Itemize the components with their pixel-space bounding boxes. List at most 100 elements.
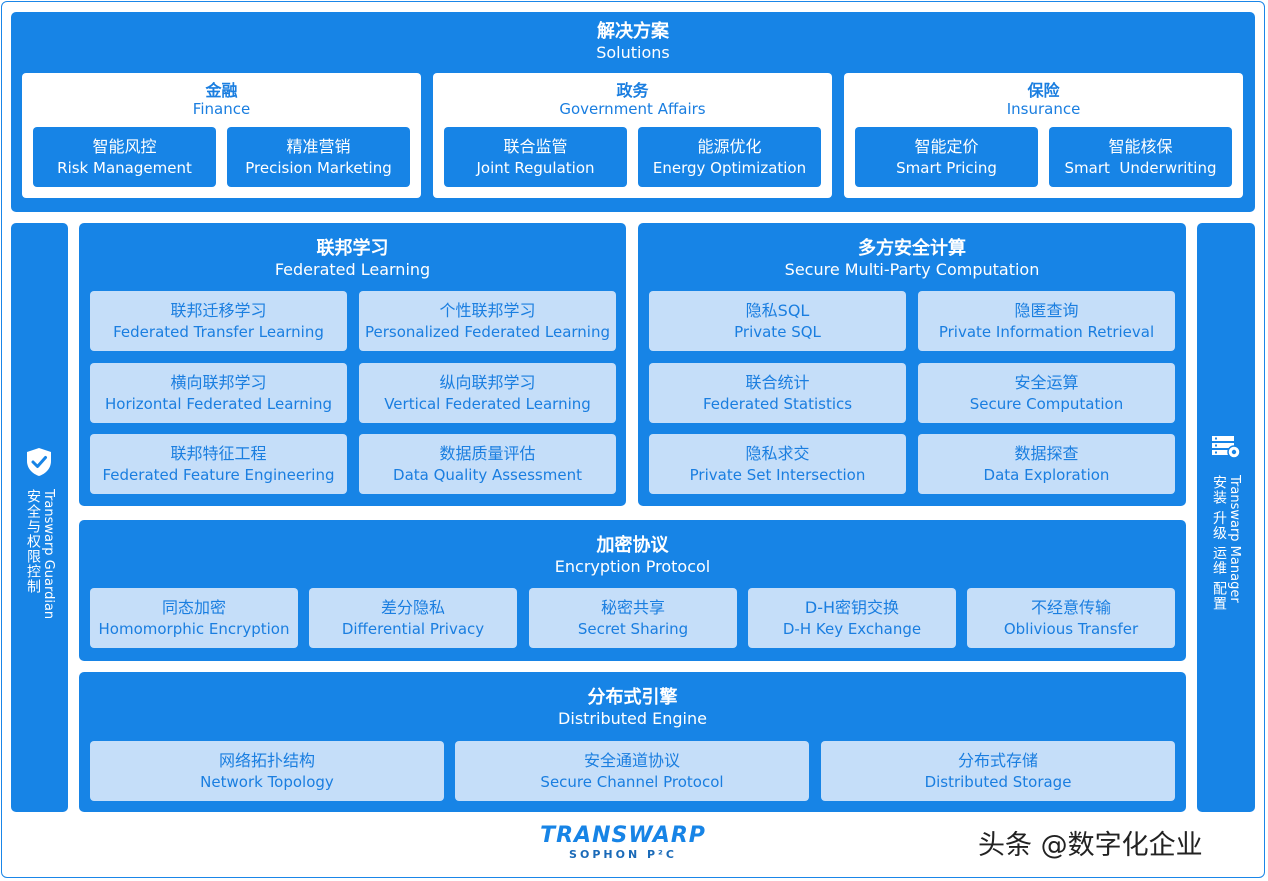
transwarp-logo: TRANSWARP SOPHON P²C	[528, 823, 718, 861]
item-label-zh: 差分隐私	[380, 597, 445, 617]
mpc-title-en: Secure Multi-Party Computation	[784, 260, 1040, 280]
item-label-zh: 个性联邦学习	[439, 300, 536, 320]
item-label-zh: 横向联邦学习	[170, 372, 267, 392]
item-label-en: Smart Pricing	[896, 158, 997, 177]
item-label-en: Federated Feature Engineering	[102, 465, 335, 484]
item-label-zh: 隐匿查询	[1014, 300, 1079, 320]
government-title-en: Government Affairs	[559, 100, 706, 119]
logo-subtitle: SOPHON P²C	[569, 848, 677, 861]
engine-item-distributed-storage: 分布式存储 Distributed Storage	[821, 741, 1175, 801]
item-label-zh: 安全通道协议	[583, 750, 680, 770]
item-label-en: Secure Channel Protocol	[540, 772, 724, 791]
solution-item-smart-underwriting: 智能核保 Smart Underwriting	[1049, 127, 1232, 187]
engine-item-secure-channel: 安全通道协议 Secure Channel Protocol	[455, 741, 809, 801]
item-label-zh: 数据质量评估	[439, 443, 536, 463]
encryption-title-zh: 加密协议	[596, 535, 669, 556]
fl-item-vertical: 纵向联邦学习 Vertical Federated Learning	[359, 363, 616, 423]
insurance-title-zh: 保险	[1027, 81, 1060, 100]
federated-learning-title-zh: 联邦学习	[316, 238, 389, 259]
item-label-en: Personalized Federated Learning	[365, 322, 610, 341]
item-label-en: Federated Statistics	[702, 394, 853, 413]
item-label-en: Data Exploration	[983, 465, 1110, 484]
item-label-zh: 联合统计	[745, 372, 810, 392]
fl-item-horizontal: 横向联邦学习 Horizontal Federated Learning	[90, 363, 347, 423]
mpc-title-zh: 多方安全计算	[858, 238, 966, 259]
item-label-en: Smart Underwriting	[1064, 158, 1217, 177]
item-label-zh: D-H密钥交换	[804, 597, 900, 617]
enc-item-differential-privacy: 差分隐私 Differential Privacy	[309, 588, 517, 648]
solution-item-joint-regulation: 联合监管 Joint Regulation	[444, 127, 627, 187]
watermark-text: 头条 @数字化企业	[978, 830, 1203, 861]
mpc-item-federated-statistics: 联合统计 Federated Statistics	[649, 363, 906, 423]
government-title-zh: 政务	[616, 81, 649, 100]
manager-label-en: Transwarp Manager	[1227, 475, 1242, 603]
item-label-en: Private Information Retrieval	[938, 322, 1155, 341]
manager-sidebar: Transwarp Manager 安装 升级 运维 配置	[1197, 223, 1255, 812]
item-label-zh: 不经意传输	[1030, 597, 1111, 617]
item-label-en: Differential Privacy	[341, 619, 485, 638]
mpc-item-psi: 隐私求交 Private Set Intersection	[649, 434, 906, 494]
encryption-section: 加密协议 Encryption Protocol 同态加密 Homomorphi…	[79, 520, 1186, 661]
enc-item-secret-sharing: 秘密共享 Secret Sharing	[529, 588, 737, 648]
item-label-en: Energy Optimization	[652, 158, 807, 177]
item-label-zh: 联合监管	[503, 136, 568, 156]
mpc-item-private-sql: 隐私SQL Private SQL	[649, 291, 906, 351]
item-label-zh: 智能核保	[1108, 136, 1173, 156]
government-header: 政务 Government Affairs	[433, 81, 832, 118]
finance-title-zh: 金融	[205, 81, 238, 100]
insurance-title-en: Insurance	[1006, 100, 1081, 119]
finance-header: 金融 Finance	[22, 81, 421, 118]
guardian-label-zh: 安全与权限控制	[25, 489, 41, 594]
item-label-en: Horizontal Federated Learning	[104, 394, 333, 413]
encryption-header: 加密协议 Encryption Protocol	[79, 534, 1186, 578]
engine-title-zh: 分布式引擎	[587, 687, 678, 708]
item-label-en: Secure Computation	[969, 394, 1124, 413]
item-label-zh: 联邦迁移学习	[170, 300, 267, 320]
solution-group-government: 政务 Government Affairs 联合监管 Joint Regulat…	[433, 73, 832, 198]
engine-section: 分布式引擎 Distributed Engine 网络拓扑结构 Network …	[79, 672, 1186, 812]
item-label-en: Homomorphic Encryption	[98, 619, 290, 638]
item-label-zh: 智能定价	[914, 136, 979, 156]
item-label-zh: 纵向联邦学习	[439, 372, 536, 392]
item-label-zh: 分布式存储	[957, 750, 1038, 770]
guardian-sidebar: Transwarp Guardian 安全与权限控制	[11, 223, 68, 812]
guardian-label-en: Transwarp Guardian	[41, 489, 56, 620]
item-label-zh: 联邦特征工程	[170, 443, 267, 463]
solution-group-finance: 金融 Finance 智能风控 Risk Management 精准营销 Pre…	[22, 73, 421, 198]
federated-learning-title-en: Federated Learning	[274, 260, 431, 280]
shield-check-icon	[27, 448, 51, 476]
item-label-en: Network Topology	[200, 772, 334, 791]
mpc-item-data-exploration: 数据探查 Data Exploration	[918, 434, 1175, 494]
item-label-zh: 网络拓扑结构	[218, 750, 315, 770]
item-label-en: Private SQL	[734, 322, 821, 341]
item-label-en: D-H Key Exchange	[782, 619, 922, 638]
solution-item-risk-management: 智能风控 Risk Management	[33, 127, 216, 187]
item-label-en: Risk Management	[57, 158, 192, 177]
item-label-zh: 能源优化	[697, 136, 762, 156]
federated-learning-header: 联邦学习 Federated Learning	[79, 237, 626, 281]
insurance-header: 保险 Insurance	[844, 81, 1243, 118]
mpc-header: 多方安全计算 Secure Multi-Party Computation	[638, 237, 1186, 281]
enc-item-dh-key-exchange: D-H密钥交换 D-H Key Exchange	[748, 588, 956, 648]
solutions-header: 解决方案 Solutions	[11, 20, 1255, 64]
mpc-item-secure-computation: 安全运算 Secure Computation	[918, 363, 1175, 423]
manager-label-zh: 安装 升级 运维 配置	[1211, 475, 1227, 612]
item-label-en: Secret Sharing	[577, 619, 689, 638]
item-label-zh: 安全运算	[1014, 372, 1079, 392]
encryption-title-en: Encryption Protocol	[554, 557, 711, 577]
item-label-en: Vertical Federated Learning	[384, 394, 591, 413]
item-label-zh: 精准营销	[286, 136, 351, 156]
solutions-section: 解决方案 Solutions 金融 Finance 智能风控 Risk Mana…	[11, 12, 1255, 212]
mpc-item-pir: 隐匿查询 Private Information Retrieval	[918, 291, 1175, 351]
item-label-en: Oblivious Transfer	[1003, 619, 1139, 638]
engine-header: 分布式引擎 Distributed Engine	[79, 686, 1186, 730]
item-label-zh: 秘密共享	[600, 597, 665, 617]
enc-item-homomorphic: 同态加密 Homomorphic Encryption	[90, 588, 298, 648]
item-label-zh: 隐私求交	[745, 443, 810, 463]
fl-item-feature-engineering: 联邦特征工程 Federated Feature Engineering	[90, 434, 347, 494]
item-label-en: Private Set Intersection	[689, 465, 866, 484]
engine-item-network-topology: 网络拓扑结构 Network Topology	[90, 741, 444, 801]
item-label-en: Precision Marketing	[245, 158, 392, 177]
item-label-en: Data Quality Assessment	[393, 465, 582, 484]
